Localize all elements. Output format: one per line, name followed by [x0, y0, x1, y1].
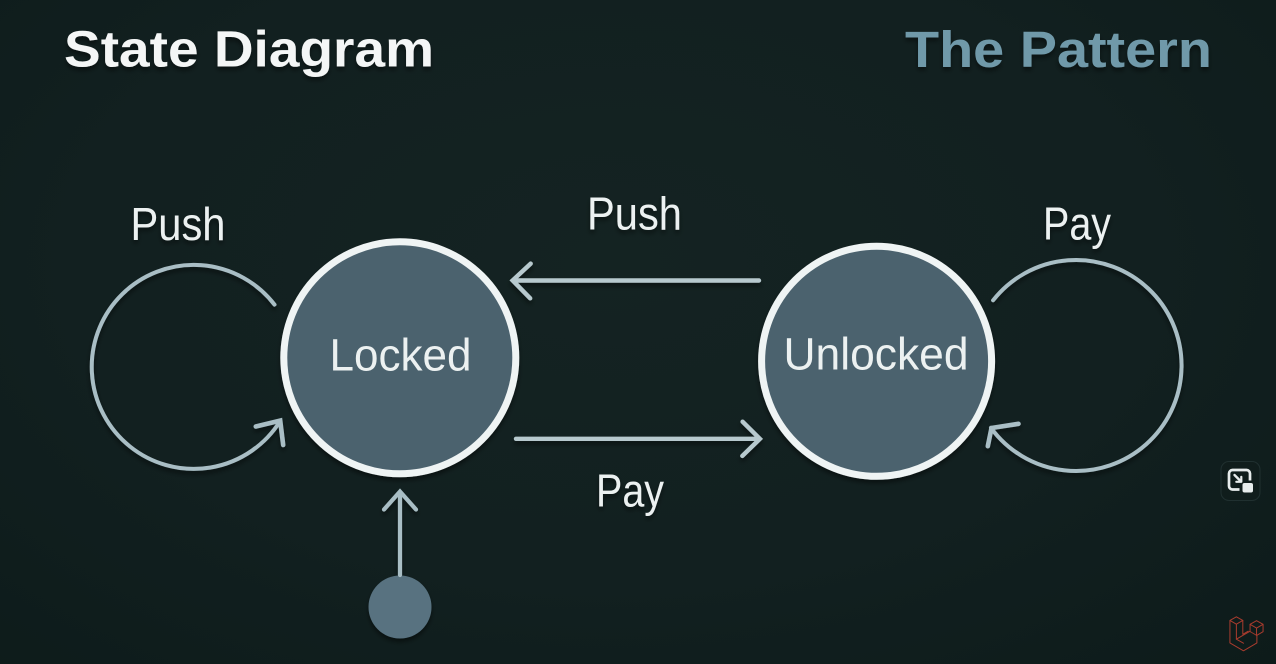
- svg-text:Push: Push: [587, 188, 682, 240]
- svg-text:The Pattern: The Pattern: [905, 21, 1212, 78]
- svg-text:Push: Push: [131, 198, 226, 250]
- svg-text:Unlocked: Unlocked: [784, 329, 969, 380]
- svg-text:State Diagram: State Diagram: [64, 21, 434, 78]
- svg-text:Pay: Pay: [596, 465, 664, 517]
- svg-text:Locked: Locked: [330, 330, 472, 381]
- svg-text:Pay: Pay: [1043, 198, 1111, 250]
